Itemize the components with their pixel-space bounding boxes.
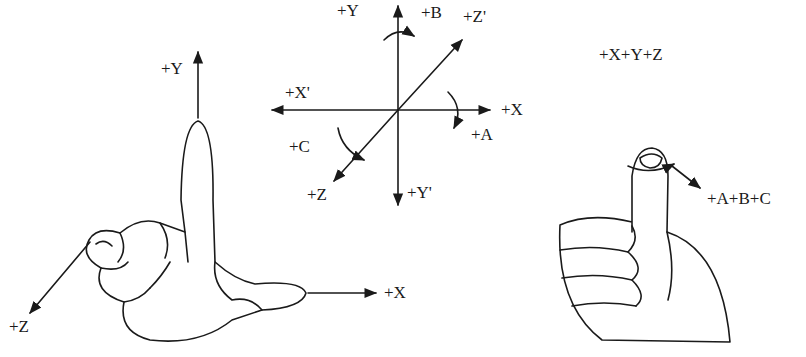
axis-label: +Y' — [406, 184, 433, 203]
axis-label: +Z' — [462, 8, 487, 27]
axis-label: +X — [383, 284, 407, 303]
axes-label: +X+Y+Z — [598, 46, 664, 65]
rotation-label: +C — [288, 138, 311, 157]
axis-label: +Z — [8, 318, 30, 337]
axis-label: +X — [500, 101, 524, 120]
rotation-label: +A — [470, 126, 494, 145]
axis-label: +X' — [284, 84, 311, 103]
axis-label: +Z — [306, 186, 328, 205]
right-hand — [560, 148, 730, 342]
axis-system — [272, 6, 490, 205]
rotations-label: +A+B+C — [706, 190, 772, 209]
axis-label: +Y — [336, 2, 360, 21]
rotation-label: +B — [420, 4, 443, 23]
left-hand — [30, 52, 376, 341]
axis-label: +Y — [160, 60, 184, 79]
